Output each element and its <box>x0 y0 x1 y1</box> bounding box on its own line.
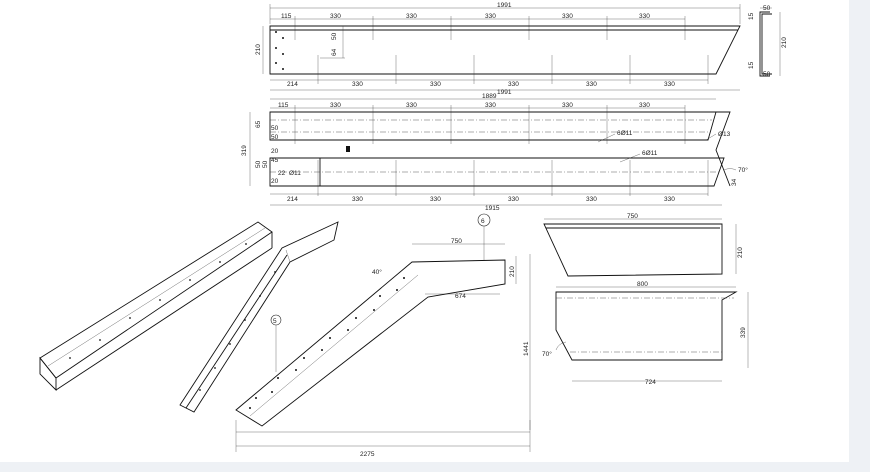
hole-label-left: Ø11 <box>289 170 301 177</box>
iso-beam-middle: 5 <box>179 221 339 413</box>
cv-inner-width: 674 <box>455 293 466 300</box>
hole-label-6011-top: 6Ø11 <box>617 130 633 137</box>
dim-mid-pitch-5: 330 <box>639 102 650 109</box>
dim-mid-small-3: 50 <box>255 160 262 168</box>
dim-mid-bottom-1: 330 <box>352 196 363 203</box>
dim-mid-pitch-4: 330 <box>562 102 573 109</box>
callout-5: 5 <box>273 318 277 325</box>
dim-pitch-bottom-2: 330 <box>430 81 441 88</box>
dim-mid-pitch-2: 330 <box>406 102 417 109</box>
viewer-sidebar <box>850 0 870 472</box>
dim-top-inner-64: 64 <box>331 48 338 56</box>
dim-overall-bottom: 1991 <box>497 89 512 96</box>
dim-mid-height: 319 <box>241 145 248 156</box>
rbv-angle: 70° <box>542 350 552 358</box>
dim-mid-small-0: 65 <box>255 120 262 128</box>
dim-top-inner-50: 50 <box>331 32 338 40</box>
rbv-height: 339 <box>740 327 747 338</box>
top-view: 1991 115 330 330 330 330 330 210 50 64 <box>255 2 741 96</box>
dim-mid-pitch-0: 115 <box>278 102 289 109</box>
dim-pitch-bottom-4: 330 <box>586 81 597 88</box>
cv-total-width: 2275 <box>360 451 375 458</box>
dim-mid-bottom-0: 214 <box>287 196 298 203</box>
angle-70-middle: 70° <box>738 166 748 174</box>
dim-mid-small2-0: 20 <box>271 178 279 185</box>
dim-pitch-bottom-0: 214 <box>287 81 298 88</box>
cv-angle: 40° <box>372 268 382 276</box>
top-view-holes <box>275 31 284 70</box>
iso-beam-left <box>39 221 273 392</box>
dim-mid-bottom-5: 330 <box>664 196 675 203</box>
right-top-view: 750 210 <box>543 213 744 277</box>
dim-mid-pitch-3: 330 <box>485 102 496 109</box>
hole-label-013: Ø13 <box>718 131 731 138</box>
rtv-width: 750 <box>627 213 638 220</box>
dim-mid-bottom-2: 330 <box>430 196 441 203</box>
rbv-width: 800 <box>637 281 648 288</box>
cv-total-height: 1441 <box>523 341 530 356</box>
center-holes <box>249 277 405 409</box>
dim-mid-bottom-4: 330 <box>586 196 597 203</box>
iso-mid-holes <box>199 271 276 391</box>
dim-pitch-top-0: 115 <box>281 13 292 20</box>
callout-6: 6 <box>481 218 485 225</box>
viewer-bottom-strip <box>0 462 870 472</box>
dim-pitch-bottom-1: 330 <box>352 81 363 88</box>
dim-pitch-top-4: 330 <box>562 13 573 20</box>
cv-height-top: 210 <box>509 266 516 277</box>
middle-view: 1889 115 330 330 330 330 330 319 65 <box>241 93 748 212</box>
channel-section: 210 15 50 15 50 <box>748 5 788 78</box>
dim-pitch-top-3: 330 <box>485 13 496 20</box>
dim-mid-small-2: 50 <box>271 134 279 141</box>
dim-mid-small-1: 50 <box>271 125 279 132</box>
dim-pitch-bottom-3: 330 <box>508 81 519 88</box>
iso-left-holes <box>69 243 247 359</box>
dim-mid-small-6: 45 <box>271 157 279 164</box>
dim-middle-overall: 1889 <box>482 93 497 100</box>
dim-pitch-top-1: 330 <box>330 13 341 20</box>
channel-flange-top-w: 50 <box>763 5 771 12</box>
dim-top-height: 210 <box>255 44 262 55</box>
dim-mid-small-4: 50 <box>262 160 269 168</box>
channel-flange-bottom: 15 <box>748 61 755 69</box>
channel-flange-top: 15 <box>748 12 755 20</box>
dim-mid-small-5: 20 <box>271 148 279 155</box>
dim-mid-small2-2: 22 <box>278 170 286 177</box>
cv-top-width: 750 <box>451 238 462 245</box>
center-view: 6 750 210 40° 674 1441 2275 <box>235 213 531 458</box>
dim-pitch-bottom-5: 330 <box>664 81 675 88</box>
rbv-bottom-width: 724 <box>645 379 656 386</box>
dim-mid-bottom-3: 330 <box>508 196 519 203</box>
channel-height: 210 <box>781 37 788 48</box>
dim-pitch-top-2: 330 <box>406 13 417 20</box>
channel-flange-bottom-w: 50 <box>763 71 771 78</box>
dim-mid-pitch-1: 330 <box>330 102 341 109</box>
dim-overall-top: 1991 <box>497 2 512 9</box>
hole-label-6011-bottom: 6Ø11 <box>642 150 658 157</box>
right-bottom-view: 800 339 70° 724 <box>542 281 749 386</box>
dim-pitch-top-5: 330 <box>639 13 650 20</box>
rtv-height: 210 <box>737 247 744 258</box>
dim-mid-overall-bottom: 1915 <box>485 205 500 212</box>
dim-mid-right-34: 34 <box>731 178 738 186</box>
